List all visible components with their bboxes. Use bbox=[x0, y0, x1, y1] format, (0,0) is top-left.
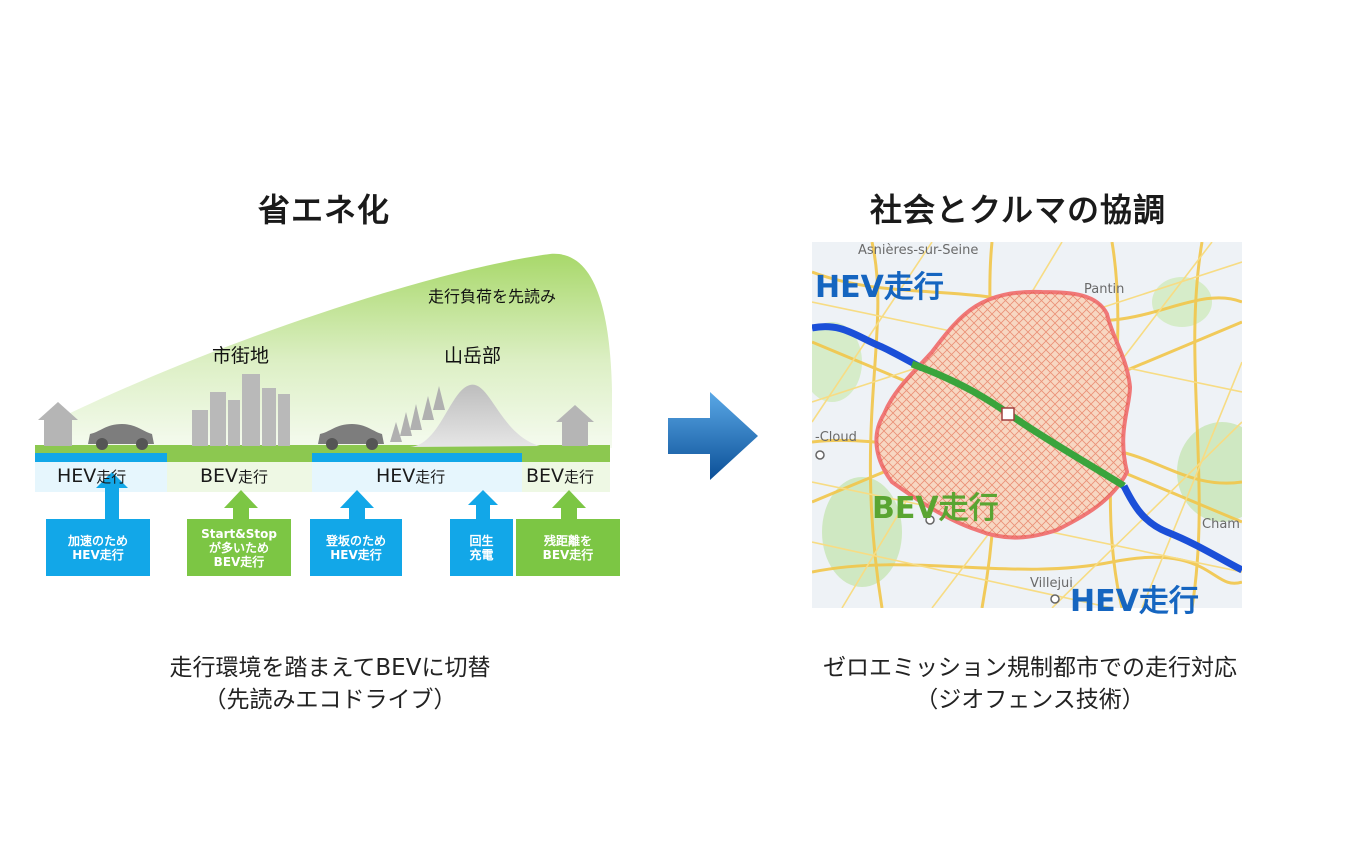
segment-bar-2 bbox=[167, 453, 312, 462]
place-pantin: Pantin bbox=[1084, 282, 1125, 297]
place-cloud: -Cloud bbox=[815, 430, 857, 445]
mode-label-1: HEV走行 bbox=[57, 465, 127, 487]
place-villejuif: Villejui bbox=[1030, 576, 1073, 591]
segment-bar-1 bbox=[35, 453, 167, 462]
eco-drive-diagram bbox=[35, 253, 612, 522]
house-icon-left bbox=[38, 402, 78, 446]
geofence-map bbox=[812, 242, 1242, 608]
up-arrow-icon-2 bbox=[224, 490, 258, 522]
city-buildings bbox=[192, 374, 290, 446]
segment-bar-4 bbox=[522, 453, 610, 462]
place-asnieres: Asnières-sur-Seine bbox=[858, 243, 979, 258]
right-caption: ゼロエミッション規制都市での走行対応 （ジオフェンス技術） bbox=[823, 655, 1237, 713]
hev-route-west bbox=[812, 323, 924, 372]
right-arrow-icon bbox=[668, 392, 758, 480]
map-label-hev-bottom: HEV走行 bbox=[1070, 584, 1199, 619]
mode-label-2: BEV走行 bbox=[200, 465, 269, 487]
segment-bar-3 bbox=[312, 453, 522, 462]
hev-route-east bbox=[1120, 484, 1242, 574]
place-champ: Cham bbox=[1202, 517, 1240, 532]
lookahead-label: 走行負荷を先読み bbox=[428, 287, 557, 306]
house-icon-right bbox=[556, 405, 594, 446]
place-mountain: 山岳部 bbox=[444, 345, 502, 367]
left-caption: 走行環境を踏まえてBEVに切替 （先読みエコドライブ） bbox=[169, 655, 491, 713]
up-arrow-icon-3 bbox=[340, 490, 374, 522]
right-title: 社会とクルマの協調 bbox=[870, 191, 1167, 229]
trees bbox=[390, 386, 445, 442]
map-label-bev: BEV走行 bbox=[872, 491, 999, 526]
up-arrow-icon-4 bbox=[468, 490, 498, 522]
up-arrow-icon-1 bbox=[96, 472, 128, 520]
up-arrow-icon-5 bbox=[552, 490, 586, 522]
car-icon-1 bbox=[88, 424, 154, 450]
place-city: 市街地 bbox=[212, 345, 270, 367]
map-label-hev-top: HEV走行 bbox=[815, 270, 944, 305]
reason-box-regen: 回生充電 bbox=[450, 519, 513, 576]
mode-label-3: HEV走行 bbox=[376, 465, 446, 487]
left-title: 省エネ化 bbox=[258, 191, 391, 229]
car-icon-2 bbox=[318, 424, 384, 450]
mode-label-4: BEV走行 bbox=[526, 465, 595, 487]
mountain bbox=[410, 384, 540, 447]
